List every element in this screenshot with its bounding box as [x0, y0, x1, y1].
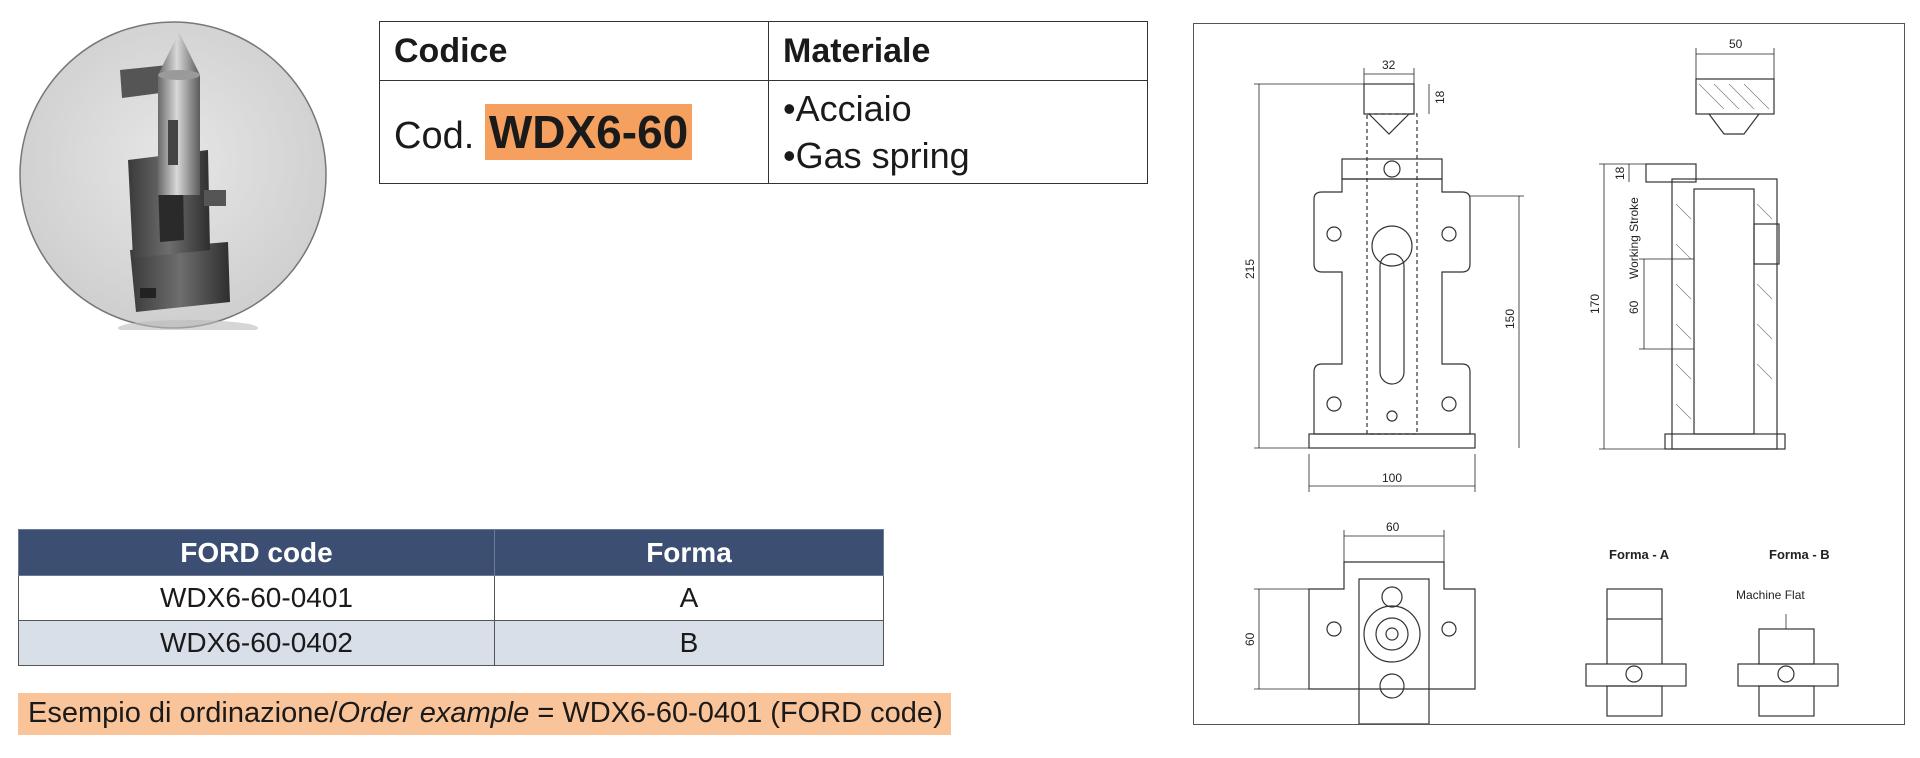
table-row: WDX6-60-0402 B: [18, 620, 884, 666]
table-row: WDX6-60-0401 A: [18, 575, 884, 621]
dim-18-side: 18: [1613, 166, 1627, 180]
dim-215: 215: [1243, 259, 1257, 279]
dim-150: 150: [1503, 309, 1517, 329]
forma-a-label: Forma - A: [1609, 547, 1670, 562]
ford-code-cell: WDX6-60-0402: [18, 620, 495, 666]
dim-32: 32: [1382, 58, 1396, 72]
dim-18-front: 18: [1433, 90, 1447, 104]
material-item: Acciaio: [783, 85, 1133, 132]
header-code: Codice: [379, 21, 769, 81]
machine-flat-label: Machine Flat: [1736, 588, 1805, 602]
code-cell: Cod. WDX6-60: [379, 80, 769, 184]
material-list: Acciaio Gas spring: [783, 85, 1133, 179]
dim-170: 170: [1588, 294, 1602, 314]
dim-60-stroke: 60: [1627, 300, 1641, 314]
drawing-svg: 32 18 215 150 100: [1243, 37, 1839, 724]
spec-table: Codice Materiale Cod. WDX6-60 Acciaio Ga…: [379, 21, 1148, 184]
column-header-ford-code: FORD code: [18, 529, 495, 576]
forma-cell: B: [494, 620, 884, 666]
dim-50: 50: [1729, 37, 1743, 51]
column-header-forma: Forma: [494, 529, 884, 576]
product-photo: [18, 20, 328, 336]
ford-code-table: FORD code Forma WDX6-60-0401 A WDX6-60-0…: [18, 529, 884, 666]
dim-60-top: 60: [1386, 520, 1400, 534]
code-value: WDX6-60: [484, 104, 693, 160]
working-stroke-label: Working Stroke: [1627, 197, 1641, 279]
material-item: Gas spring: [783, 132, 1133, 179]
dim-60-height: 60: [1243, 632, 1257, 646]
forma-cell: A: [494, 575, 884, 621]
material-cell: Acciaio Gas spring: [768, 80, 1148, 184]
ford-code-cell: WDX6-60-0401: [18, 575, 495, 621]
technical-drawing: 32 18 215 150 100: [1193, 23, 1905, 725]
dim-100: 100: [1382, 471, 1402, 485]
header-material: Materiale: [768, 21, 1148, 81]
code-prefix: Cod.: [394, 115, 475, 157]
order-example: Esempio di ordinazione/Order example = W…: [18, 693, 951, 735]
forma-b-label: Forma - B: [1769, 547, 1830, 562]
